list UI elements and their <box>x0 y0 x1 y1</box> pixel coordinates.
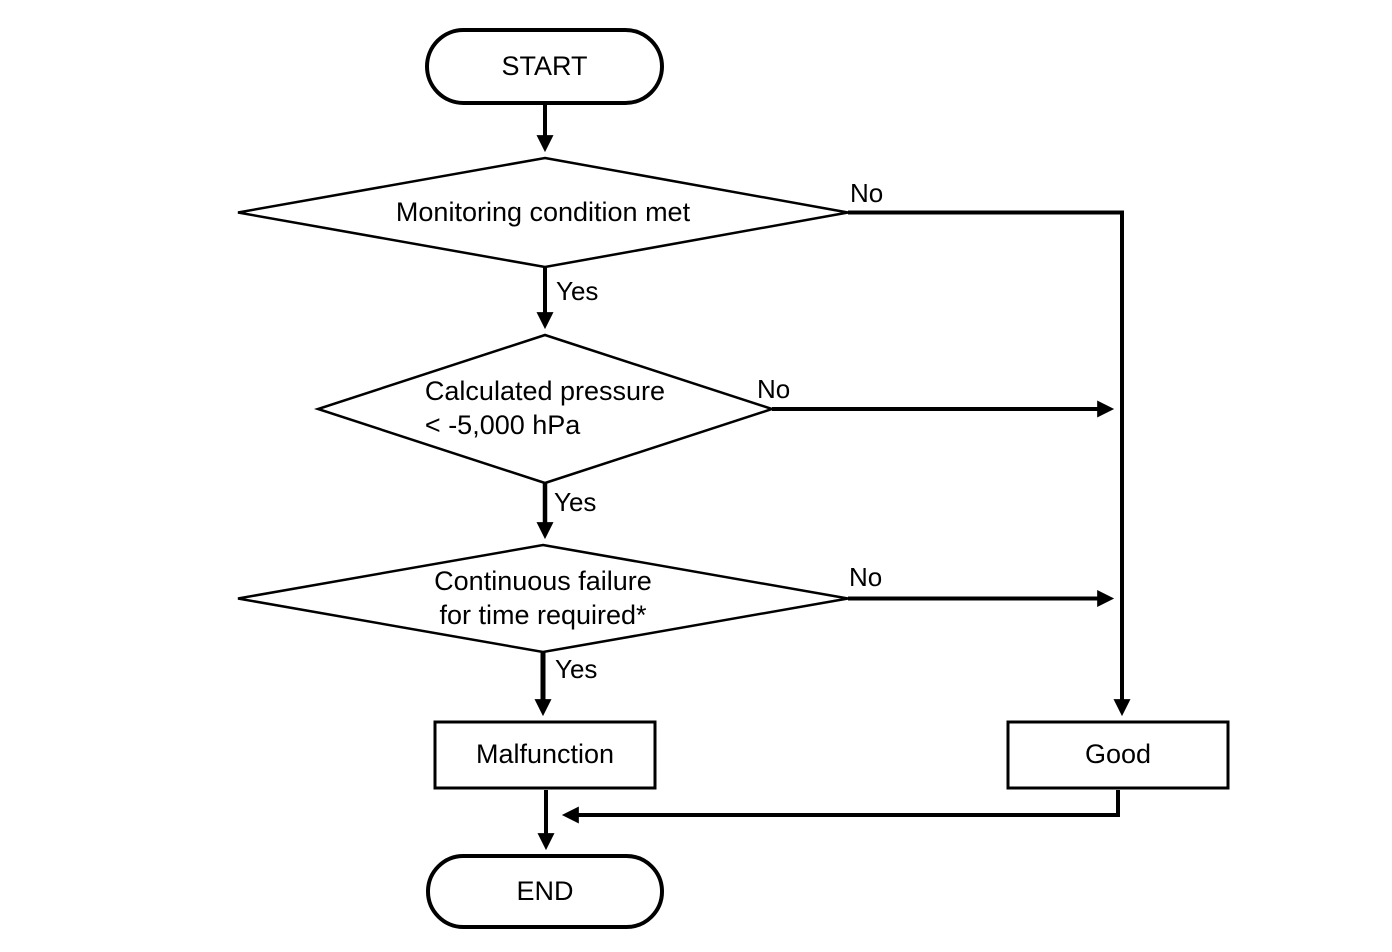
node-end-shape <box>426 854 664 929</box>
decision2-node-label: Calculated pressure < -5,000 hPa <box>424 376 666 440</box>
end-node-label: END <box>516 875 574 906</box>
node-start-shape <box>425 28 664 105</box>
node-decision3-shape <box>237 543 849 654</box>
node-good-shape <box>1006 720 1230 790</box>
start-node-label: START <box>501 50 588 81</box>
decision2-no-label: No <box>757 374 791 404</box>
node-malfunction-shape <box>433 720 657 790</box>
decision2-yes-label: Yes <box>554 487 597 517</box>
decision1-node-label: Monitoring condition met <box>395 196 691 227</box>
decision1-no-label: No <box>850 178 884 208</box>
decision1-yes-label: Yes <box>556 276 599 306</box>
good-node-label: Good <box>1084 739 1152 770</box>
node-decision1-shape <box>237 156 849 269</box>
edge-good-merge-to-end <box>561 790 1120 824</box>
malfunction-node-label: Malfunction <box>475 739 615 770</box>
decision3-no-label: No <box>849 562 883 592</box>
edge-decision1-no <box>848 210 1131 717</box>
decision3-node-label: Continuous failure for time required* <box>434 565 652 630</box>
decision3-yes-label: Yes <box>555 654 598 684</box>
node-decision2-shape <box>313 333 777 485</box>
